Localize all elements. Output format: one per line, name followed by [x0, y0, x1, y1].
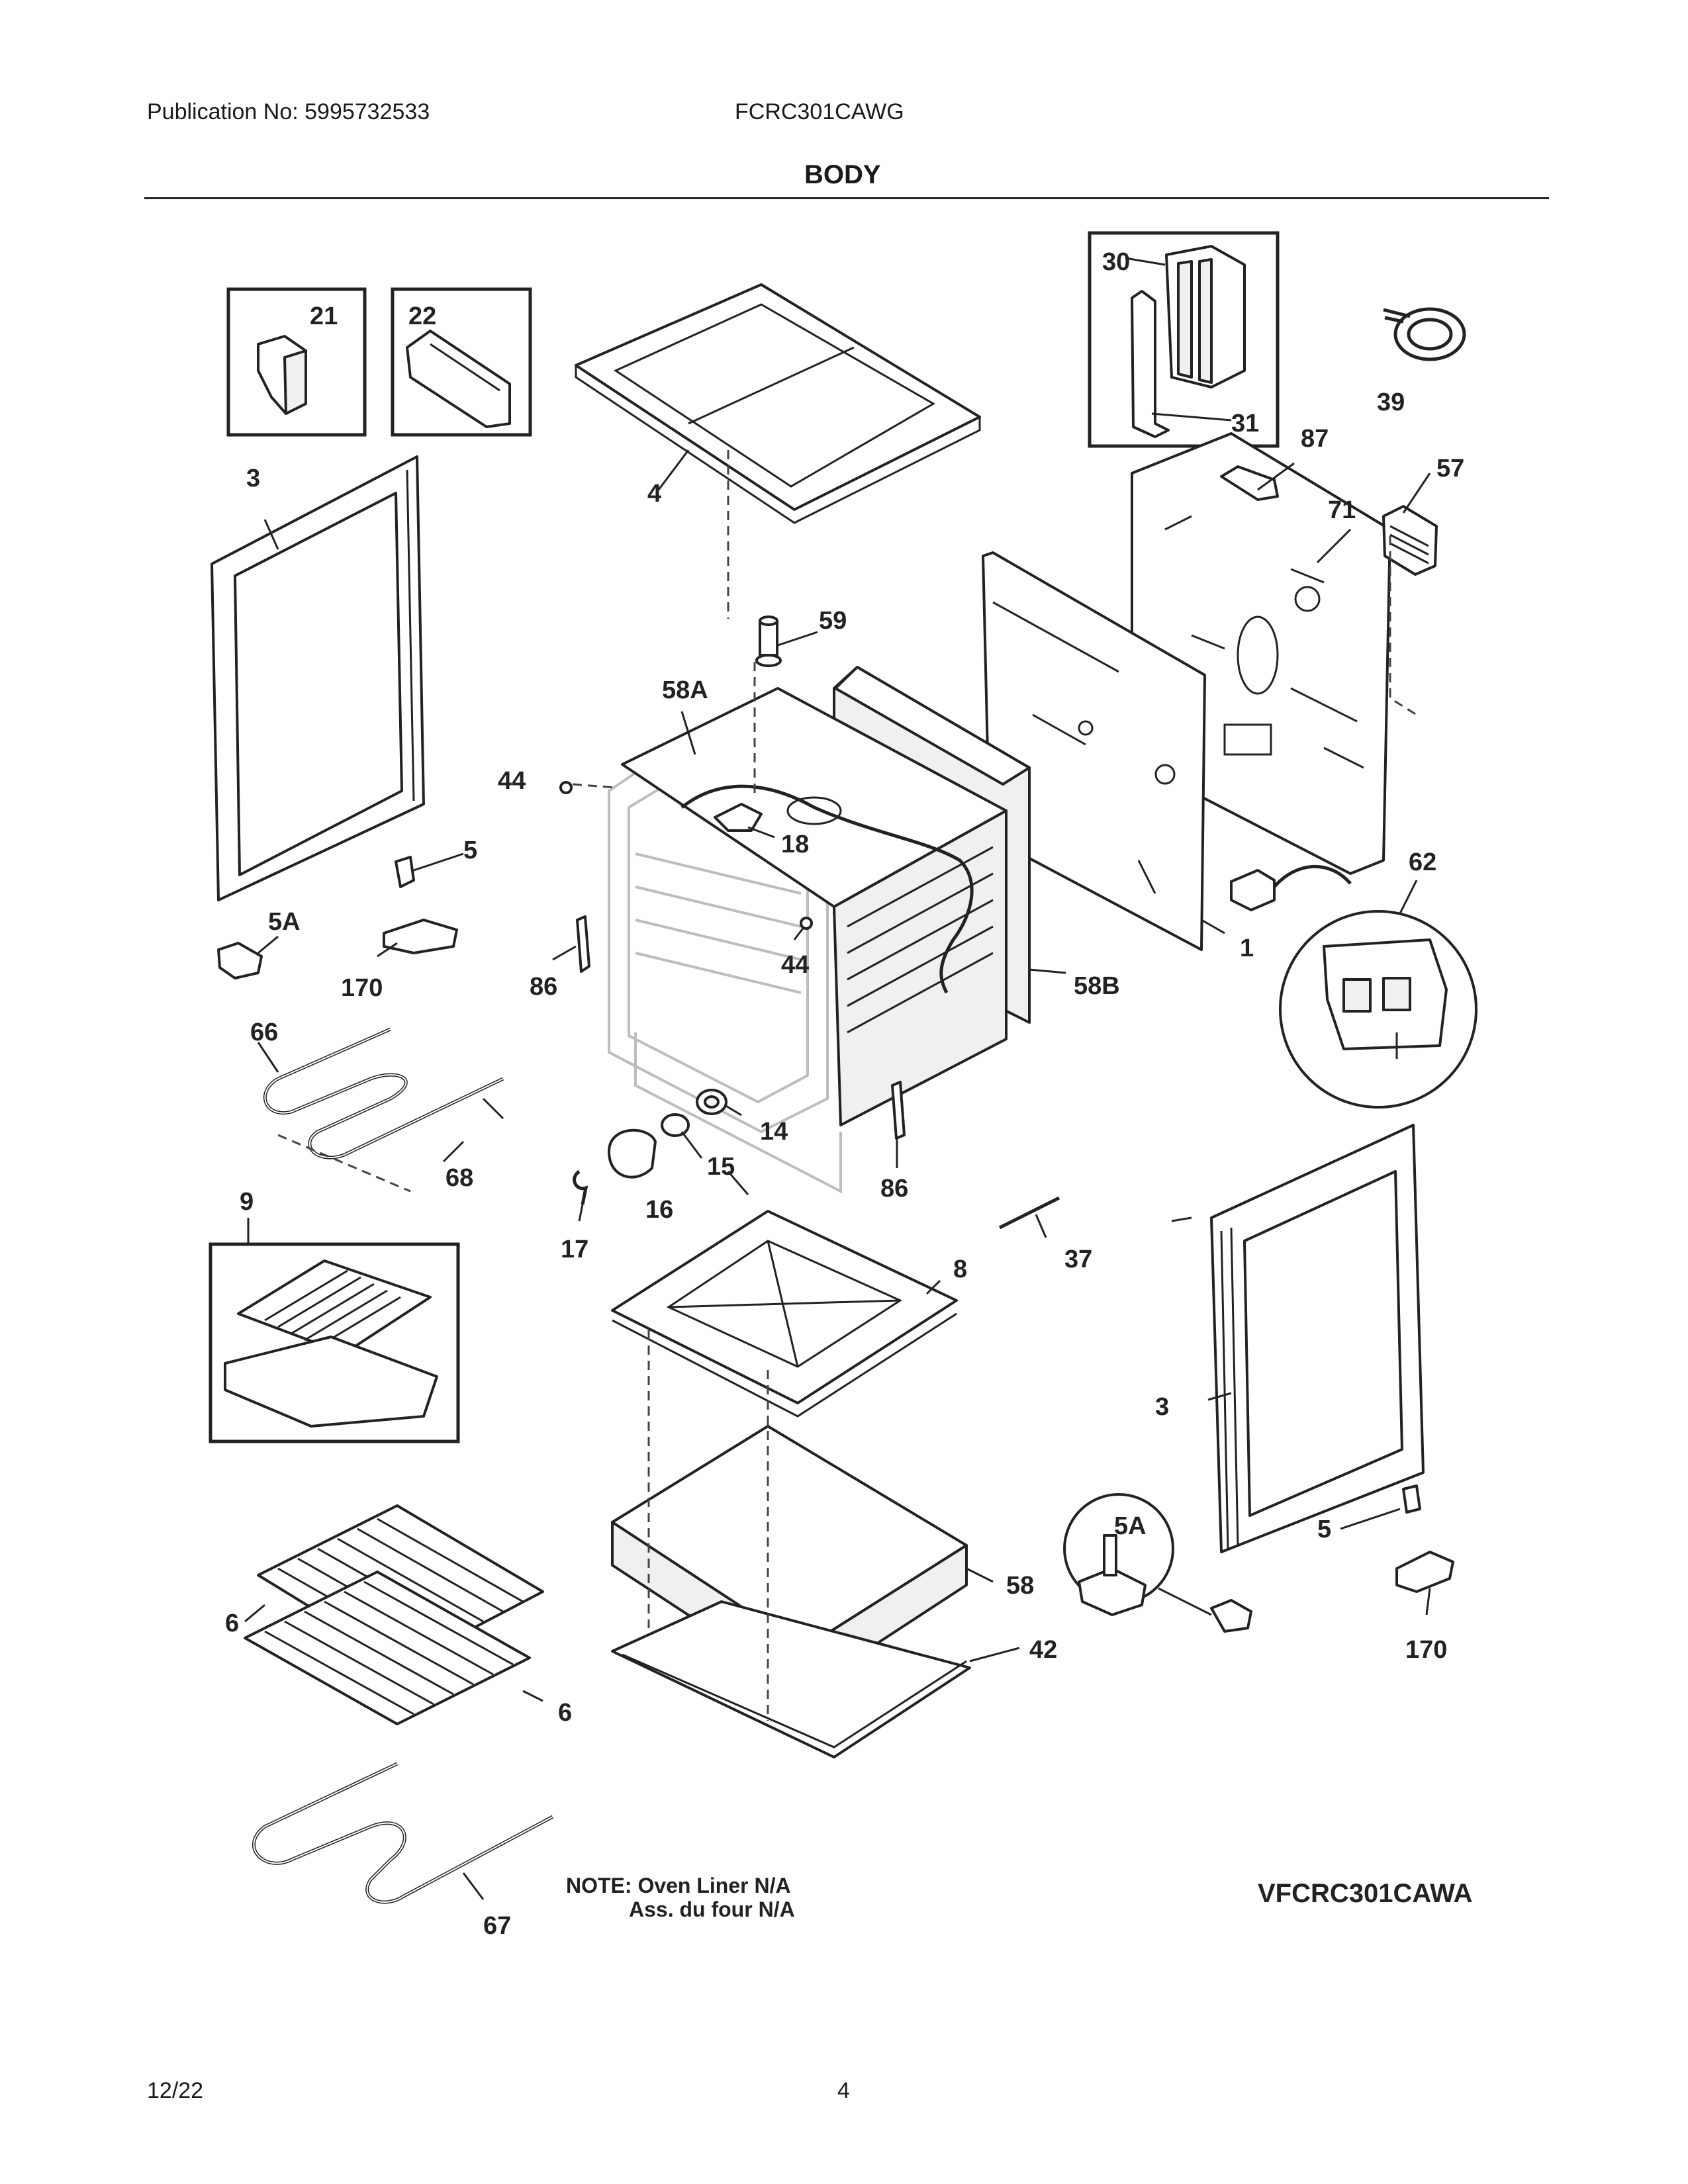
part-59-sensor: [755, 615, 782, 667]
callout-18: 18: [781, 831, 809, 858]
callout-86-right: 86: [880, 1175, 908, 1203]
callout-3-right: 3: [1155, 1393, 1169, 1421]
part-68-shield: [277, 1134, 411, 1193]
callout-87: 87: [1301, 425, 1329, 453]
callout-5A-left: 5A: [268, 908, 301, 936]
align-line-vent: [1389, 536, 1417, 716]
part-31-bracket: [1131, 290, 1170, 438]
callout-67: 67: [483, 1912, 511, 1940]
part-58A-oven-cavity: [621, 687, 1008, 1126]
callout-5-left: 5: [463, 837, 477, 864]
callout-4: 4: [647, 480, 661, 508]
part-67-bake-element: [252, 1762, 554, 1904]
part-8-oven-bottom: [611, 1210, 958, 1418]
callout-22: 22: [408, 302, 436, 330]
part-14-switch: [696, 1089, 727, 1115]
inset-box-22: [391, 287, 532, 437]
note-line-1: NOTE: Oven Liner N/A: [566, 1874, 791, 1897]
align-line-screw: [572, 783, 616, 789]
part-16-knob: [608, 1128, 657, 1179]
callout-15: 15: [707, 1153, 735, 1181]
part-39-power-cord: [1383, 307, 1466, 361]
callout-39: 39: [1377, 388, 1405, 416]
publication-number: Publication No: 5995732533: [147, 99, 430, 124]
part-6-oven-rack-lower: [244, 1570, 531, 1725]
part-5-leveling-leg-right: [1402, 1484, 1421, 1514]
note-line-2: Ass. du four N/A: [629, 1897, 795, 1921]
callout-59: 59: [819, 607, 847, 635]
callout-44-right: 44: [781, 951, 809, 979]
callout-66: 66: [250, 1019, 278, 1046]
callout-5-right: 5: [1317, 1516, 1331, 1543]
part-86-bracket-left: [576, 915, 590, 973]
callout-labels: 21 22 30 31 39 3 4 87 57 71 59 58A 44 18…: [225, 248, 1464, 1940]
part-87-bracket: [1220, 465, 1279, 501]
callout-58A: 58A: [662, 676, 708, 704]
callout-170-left: 170: [341, 974, 383, 1002]
section-title: BODY: [804, 160, 881, 189]
callout-9: 9: [240, 1188, 254, 1216]
callout-3-left: 3: [246, 465, 260, 492]
part-3-side-panel-left: [211, 455, 425, 901]
callout-1: 1: [1240, 934, 1254, 962]
part-17-clip: [573, 1169, 588, 1205]
part-37-wire: [998, 1196, 1060, 1230]
inset-box-21: [226, 287, 367, 437]
callout-30: 30: [1102, 248, 1130, 276]
part-57-vent-cover: [1382, 505, 1438, 576]
part-18-bracket: [714, 803, 763, 832]
callout-17: 17: [561, 1236, 588, 1263]
part-3-side-panel-right: [1210, 1124, 1425, 1553]
callout-170-right: 170: [1405, 1636, 1447, 1664]
callout-58B: 58B: [1074, 972, 1120, 1000]
inset-box-30-31: [1088, 231, 1280, 448]
part-9-broiler-pan: [224, 1259, 438, 1428]
callout-58: 58: [1006, 1572, 1034, 1600]
diagram-code: VFCRC301CAWA: [1258, 1879, 1473, 1908]
callout-44-left: 44: [498, 767, 526, 795]
part-44-screw-left: [559, 781, 573, 794]
callout-5A-right: 5A: [1114, 1512, 1147, 1540]
callout-6-lower: 6: [558, 1699, 572, 1727]
callout-31: 31: [1231, 410, 1259, 437]
callout-68: 68: [445, 1164, 473, 1192]
footer-page-number: 4: [837, 2078, 850, 2103]
part-44-screw-right: [800, 917, 813, 930]
callout-6-upper: 6: [225, 1610, 239, 1637]
part-86-bracket-right: [891, 1081, 906, 1140]
part-170-bracket-left: [383, 919, 458, 954]
part-62-terminal-block: [1230, 864, 1477, 1109]
leader-lines: [244, 257, 1431, 1900]
footer-date: 12/22: [147, 2078, 204, 2103]
callout-14: 14: [760, 1118, 788, 1146]
part-5A-leg-right: [1078, 1534, 1252, 1633]
callout-37: 37: [1064, 1246, 1092, 1273]
part-170-bracket-right: [1395, 1551, 1454, 1593]
part-30-handle-cap: [1165, 245, 1246, 388]
part-5-leveling-leg-left: [395, 856, 415, 888]
part-4-top-panel: [575, 283, 981, 524]
callout-42: 42: [1029, 1636, 1057, 1664]
align-lines-bottom: [647, 1330, 769, 1721]
part-66-broil-element: [263, 1027, 504, 1160]
inset-box-9: [209, 1242, 460, 1443]
part-42-tray: [611, 1600, 971, 1758]
callout-8: 8: [953, 1255, 967, 1283]
callout-86-left: 86: [530, 973, 557, 1001]
header-rule: [144, 197, 1549, 199]
part-15-knob: [661, 1113, 690, 1137]
callout-57: 57: [1436, 455, 1464, 482]
part-21-bracket: [257, 335, 307, 415]
callout-71: 71: [1328, 496, 1356, 524]
callout-16: 16: [645, 1196, 673, 1224]
callout-21: 21: [310, 302, 338, 330]
part-22-bracket: [406, 330, 511, 428]
callout-62: 62: [1409, 848, 1436, 876]
model-number: FCRC301CAWG: [735, 99, 904, 124]
part-5A-leg-left: [217, 942, 263, 979]
